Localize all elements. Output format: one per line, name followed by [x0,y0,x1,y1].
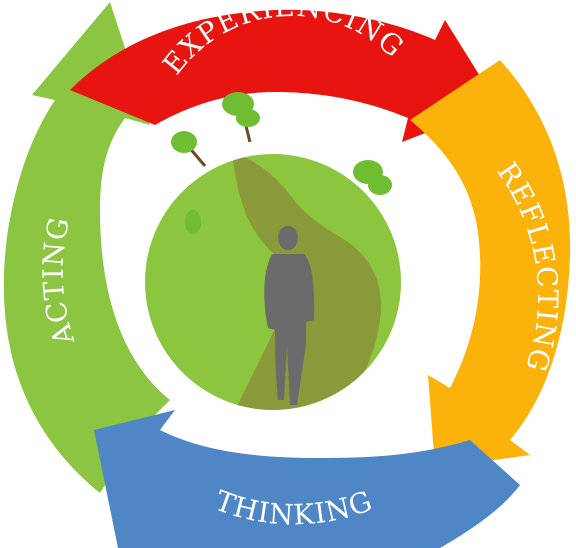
thinking-arrow [94,410,520,548]
globe [145,92,401,410]
bush-icon [185,210,201,234]
experiencing-arrow [70,9,498,142]
acting-arrow [3,2,170,493]
person-icon [264,226,315,405]
tree-icon [222,92,260,143]
tree-icon [171,131,207,167]
bush-icon [353,160,392,195]
reflecting-arrow [410,60,571,468]
